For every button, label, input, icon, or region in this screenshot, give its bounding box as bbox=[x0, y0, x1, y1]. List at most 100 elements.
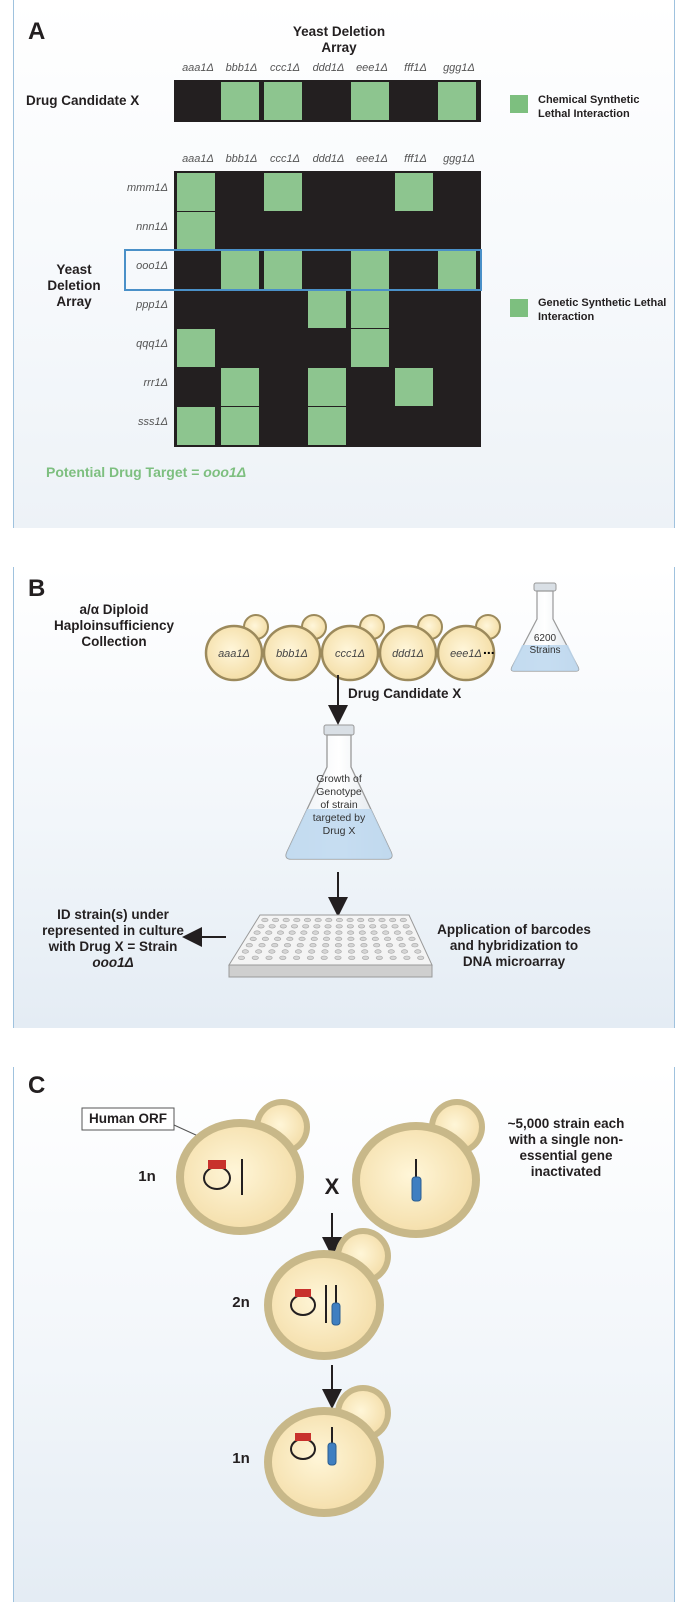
column-header-6: ggg1Δ bbox=[443, 62, 475, 74]
ploidy-1n-label: 1n bbox=[138, 1168, 156, 1185]
flask-text-line-1: Genotype bbox=[316, 786, 362, 798]
genetic-hit-cell bbox=[219, 367, 260, 407]
deletion-library-cell bbox=[352, 1099, 485, 1238]
potential-drug-target: Potential Drug Target = ooo1Δ bbox=[46, 464, 346, 480]
yeast-strain-cells: aaa1Δ bbb1Δ ccc1Δ ddd1Δ eee1Δ bbox=[204, 614, 501, 682]
flask-small-line2: Strains bbox=[529, 645, 560, 656]
chemical-legend-swatch bbox=[510, 95, 528, 113]
column-header-5: fff1Δ bbox=[404, 62, 427, 74]
drug-candidate-label-b: Drug Candidate X bbox=[348, 686, 462, 701]
row-header-1: nnn1Δ bbox=[136, 221, 168, 233]
genetic-hit-cell bbox=[176, 211, 216, 251]
drug-hit-cell bbox=[350, 81, 390, 121]
id-strain-value: ooo1Δ bbox=[92, 955, 134, 970]
strain-flask-icon bbox=[510, 582, 580, 672]
flask-small-line1: 6200 bbox=[534, 633, 557, 644]
ploidy-2n-label: 2n bbox=[232, 1294, 250, 1311]
row-header-5: rrr1Δ bbox=[143, 377, 169, 389]
column-header-6: ggg1Δ bbox=[443, 153, 475, 165]
id-strain-prefix: ID strain(s) under represented in cultur… bbox=[42, 907, 184, 954]
strain-label-1: bbb1Δ bbox=[276, 648, 308, 660]
human-orf-label: Human ORF bbox=[88, 1111, 167, 1126]
genetic-hit-cell bbox=[219, 406, 260, 446]
genetic-legend-swatch bbox=[510, 299, 528, 317]
row-header-3: ppp1Δ bbox=[136, 299, 168, 311]
yeast-cell-3: ddd1Δ bbox=[378, 614, 443, 682]
ploidy-1n-final-label: 1n bbox=[232, 1450, 250, 1467]
genetic-legend-label: Genetic Synthetic Lethal Interaction bbox=[538, 297, 667, 323]
strain-label-0: aaa1Δ bbox=[218, 648, 250, 660]
panel-a-letter: A bbox=[28, 18, 46, 45]
library-label: ~5,000 strain each with a single non-ess… bbox=[507, 1116, 625, 1179]
column-header-2: ccc1Δ bbox=[270, 153, 300, 165]
panel-c-illustration bbox=[81, 1099, 485, 1517]
column-header-2: ccc1Δ bbox=[270, 62, 300, 74]
panel-b: B a/α Diploid Haploinsufficiency Collect… bbox=[13, 567, 675, 1028]
genetic-hit-cell bbox=[393, 172, 434, 212]
yeast-cell-1: bbb1Δ bbox=[262, 614, 327, 682]
flask-text-line-0: Growth of bbox=[316, 773, 362, 785]
genetic-hit-cell bbox=[263, 172, 303, 212]
genetic-hit-cell bbox=[176, 172, 216, 212]
drug-hit-cell bbox=[219, 81, 260, 121]
yeast-cell-2: ccc1Δ bbox=[320, 614, 385, 682]
flask-text-line-3: targeted by bbox=[313, 812, 366, 824]
column-header-3: ddd1Δ bbox=[312, 62, 345, 74]
strain-label-4: eee1Δ bbox=[450, 648, 482, 660]
genetic-hit-cell bbox=[393, 367, 434, 407]
interaction-matrix bbox=[174, 171, 481, 447]
genetic-hit-cell bbox=[263, 250, 303, 290]
genetic-hit-cell bbox=[437, 250, 477, 290]
column-header-0: aaa1Δ bbox=[182, 62, 214, 74]
drug-hit-cell bbox=[263, 81, 303, 121]
microarray-plate bbox=[228, 914, 433, 978]
column-header-0: aaa1Δ bbox=[182, 153, 214, 165]
panel-b-illustration: aaa1Δ bbb1Δ ccc1Δ ddd1Δ eee1Δ ... 6200 Strai… bbox=[182, 582, 580, 978]
row-header-2: ooo1Δ bbox=[136, 260, 168, 272]
column-header-4: eee1Δ bbox=[356, 153, 388, 165]
diploid-cell bbox=[264, 1228, 391, 1360]
genetic-hit-cell bbox=[306, 406, 347, 446]
id-strain-label: ID strain(s) under represented in cultur… bbox=[38, 907, 188, 971]
target-prefix: Potential Drug Target = bbox=[46, 464, 204, 480]
column-header-5: fff1Δ bbox=[404, 153, 427, 165]
strain-label-2: ccc1Δ bbox=[335, 648, 365, 660]
yeast-cell-4: eee1Δ bbox=[436, 614, 501, 682]
haploid-orf-cell bbox=[176, 1099, 310, 1235]
genetic-hit-cell bbox=[306, 289, 347, 329]
flask-text-line-2: of strain bbox=[320, 799, 358, 811]
genetic-hit-cell bbox=[350, 289, 390, 329]
genetic-hit-cell bbox=[176, 406, 216, 446]
row-header-4: qqq1Δ bbox=[136, 338, 168, 350]
application-label: Application of barcodes and hybridizatio… bbox=[437, 922, 591, 969]
drug-candidate-label: Drug Candidate X bbox=[26, 93, 140, 108]
column-header-3: ddd1Δ bbox=[312, 153, 345, 165]
array-title: Yeast Deletion Array bbox=[292, 24, 386, 55]
genetic-hit-cell bbox=[176, 328, 216, 368]
column-header-1: bbb1Δ bbox=[225, 153, 258, 165]
growth-flask-icon bbox=[285, 724, 393, 860]
collection-label: a/α Diploid Haploinsufficiency Collectio… bbox=[53, 602, 175, 649]
cross-symbol: X bbox=[324, 1174, 340, 1199]
chemical-legend-label: Chemical Synthetic Lethal Interaction bbox=[538, 94, 640, 120]
flask-text-line-4: Drug X bbox=[323, 825, 356, 837]
strain-ellipsis: ... bbox=[483, 641, 495, 657]
yeast-cell-0: aaa1Δ bbox=[204, 614, 269, 682]
panel-b-letter: B bbox=[28, 575, 46, 602]
target-row-highlight bbox=[124, 249, 482, 291]
column-header-4: eee1Δ bbox=[356, 62, 388, 74]
panel-c-letter: C bbox=[28, 1072, 46, 1099]
genetic-hit-cell bbox=[350, 328, 390, 368]
panel-c: C bbox=[13, 1067, 675, 1602]
genetic-hit-cell bbox=[306, 367, 347, 407]
strain-label-3: ddd1Δ bbox=[392, 648, 424, 660]
drug-interaction-row bbox=[174, 80, 481, 122]
row-axis-label: Yeast Deletion Array bbox=[47, 262, 101, 309]
haploid-final-cell bbox=[264, 1385, 391, 1517]
row-header-0: mmm1Δ bbox=[127, 182, 168, 194]
target-value: ooo1Δ bbox=[203, 464, 247, 480]
panel-a: A Yeast Deletion Array aaa1Δ bbb1Δ ccc1Δ dd… bbox=[13, 0, 675, 528]
column-header-1: bbb1Δ bbox=[225, 62, 258, 74]
row-header-6: sss1Δ bbox=[138, 416, 168, 428]
drug-hit-cell bbox=[437, 81, 477, 121]
